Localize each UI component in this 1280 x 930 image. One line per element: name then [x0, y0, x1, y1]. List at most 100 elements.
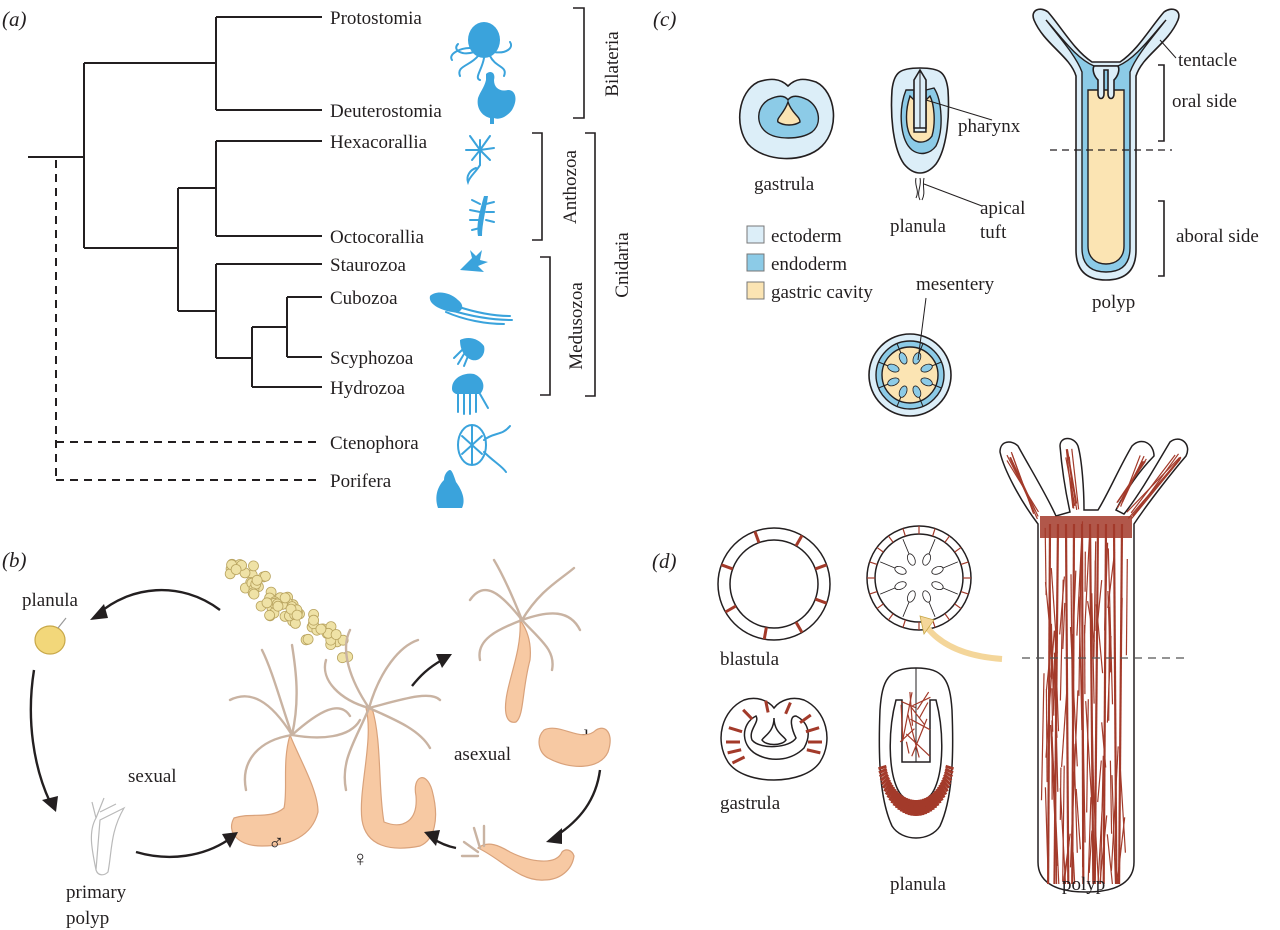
neuron	[897, 795, 904, 811]
neuron	[907, 799, 913, 816]
clade-label-cnidaria: Cnidaria	[612, 232, 633, 298]
arrow-to-young-polyp	[555, 769, 602, 837]
neuron	[945, 764, 954, 771]
nerve-tract	[1102, 523, 1108, 885]
neuron	[936, 786, 946, 799]
neuron	[924, 797, 930, 814]
mesentery-fold	[922, 553, 932, 566]
planula-nerve-diagram	[878, 667, 954, 839]
tentacle-neurite	[1116, 460, 1146, 503]
arrow-head	[436, 654, 452, 668]
nerve-ring	[1040, 516, 1132, 538]
neuron	[942, 776, 952, 786]
neuron	[764, 700, 770, 713]
neurite	[919, 702, 929, 718]
neuron	[902, 797, 908, 814]
octopus-icon	[450, 22, 512, 81]
male-symbol: ♂	[268, 830, 285, 855]
legend-swatch-gastric-cavity	[746, 281, 765, 300]
primary-polyp	[90, 797, 126, 876]
mesentery-fold	[920, 363, 933, 373]
neuron	[727, 748, 742, 755]
neuron	[879, 773, 890, 782]
nerve-tract	[1053, 523, 1060, 885]
taxon-label: Deuterostomia	[330, 101, 442, 122]
panel-d: (d) blastula gastrula p	[652, 437, 1190, 895]
arrow-head	[546, 828, 562, 844]
neurite	[905, 741, 910, 754]
neurite	[901, 692, 913, 742]
neuron	[762, 627, 768, 640]
neuron	[904, 798, 910, 815]
planula-larva	[34, 617, 67, 655]
arrow-head	[42, 796, 58, 812]
mesentery-fold	[931, 581, 944, 591]
neuron	[869, 591, 878, 595]
comb-jelly-icon	[457, 424, 511, 473]
tentacle-neurite	[1126, 456, 1181, 513]
neuron	[742, 708, 754, 721]
neuron	[899, 796, 906, 812]
neuron	[799, 713, 812, 724]
mesentery-label: mesentery	[916, 274, 995, 295]
neuron	[902, 528, 906, 537]
neurite	[905, 733, 931, 757]
neuron	[806, 748, 821, 755]
young-polyp	[460, 824, 575, 881]
taxon-label: Cubozoa	[330, 288, 398, 309]
sea-pen-icon	[469, 196, 495, 236]
sea-anemone-icon	[465, 135, 495, 186]
mesentery-fold	[898, 385, 908, 398]
tree-branch-anthozoa	[178, 140, 322, 237]
neuron	[876, 546, 884, 553]
neurite	[1085, 701, 1093, 805]
bracket-oral-side	[1158, 64, 1165, 142]
mesentery-fold	[894, 565, 907, 575]
taxon-label: Staurozoa	[330, 255, 407, 276]
neurite	[900, 700, 916, 709]
arrow-head	[424, 830, 440, 846]
neuron	[878, 764, 887, 771]
tentacle-label: tentacle	[1178, 50, 1237, 71]
aboral-side-label: aboral side	[1176, 226, 1259, 247]
mesentery-fold	[894, 581, 907, 591]
pharynx-label: pharynx	[958, 116, 1021, 137]
neuron	[880, 776, 890, 786]
legend-label-endoderm: endoderm	[771, 254, 847, 275]
planula-label-d: planula	[890, 874, 946, 895]
tree-branch-cubo-scypho-hydro	[216, 296, 322, 388]
tentacle-neurite	[1009, 456, 1039, 517]
neuron	[753, 530, 761, 544]
gastrula-label-d: gastrula	[720, 793, 781, 814]
legend-swatch-endoderm	[746, 253, 765, 272]
tentacle-neurite	[1066, 449, 1078, 504]
mesentery-pointer	[917, 297, 927, 361]
neuron	[869, 561, 878, 565]
taxon-label: Octocorallia	[330, 227, 424, 248]
budding-polyp	[468, 558, 582, 723]
panel-c: (c) gastrula pharynx apical tuft planula…	[653, 7, 1259, 417]
neurite	[916, 691, 930, 710]
polyp-diagram	[1032, 8, 1180, 281]
arrow-head	[90, 604, 108, 620]
neurite	[1072, 690, 1079, 807]
bud	[538, 727, 611, 767]
bracket-medusozoa	[540, 256, 551, 396]
clade-label-bilateria: Bilateria	[602, 31, 623, 97]
neurite	[1040, 673, 1045, 801]
legend-swatch-ectoderm	[746, 225, 765, 244]
taxon-label: Hexacorallia	[330, 132, 428, 153]
neuron	[886, 786, 896, 799]
neurite	[1084, 537, 1090, 634]
neuron	[883, 781, 893, 793]
neurite	[1062, 602, 1066, 650]
neuron	[943, 770, 954, 778]
nerve-tract	[1080, 523, 1085, 885]
neurite	[1045, 688, 1048, 783]
legend-label-ectoderm: ectoderm	[771, 226, 842, 247]
taxon-label: Ctenophora	[330, 433, 419, 454]
neuron	[938, 783, 948, 796]
neurite	[1062, 765, 1065, 882]
mesentery-fold	[887, 377, 900, 387]
neuron	[814, 563, 828, 571]
